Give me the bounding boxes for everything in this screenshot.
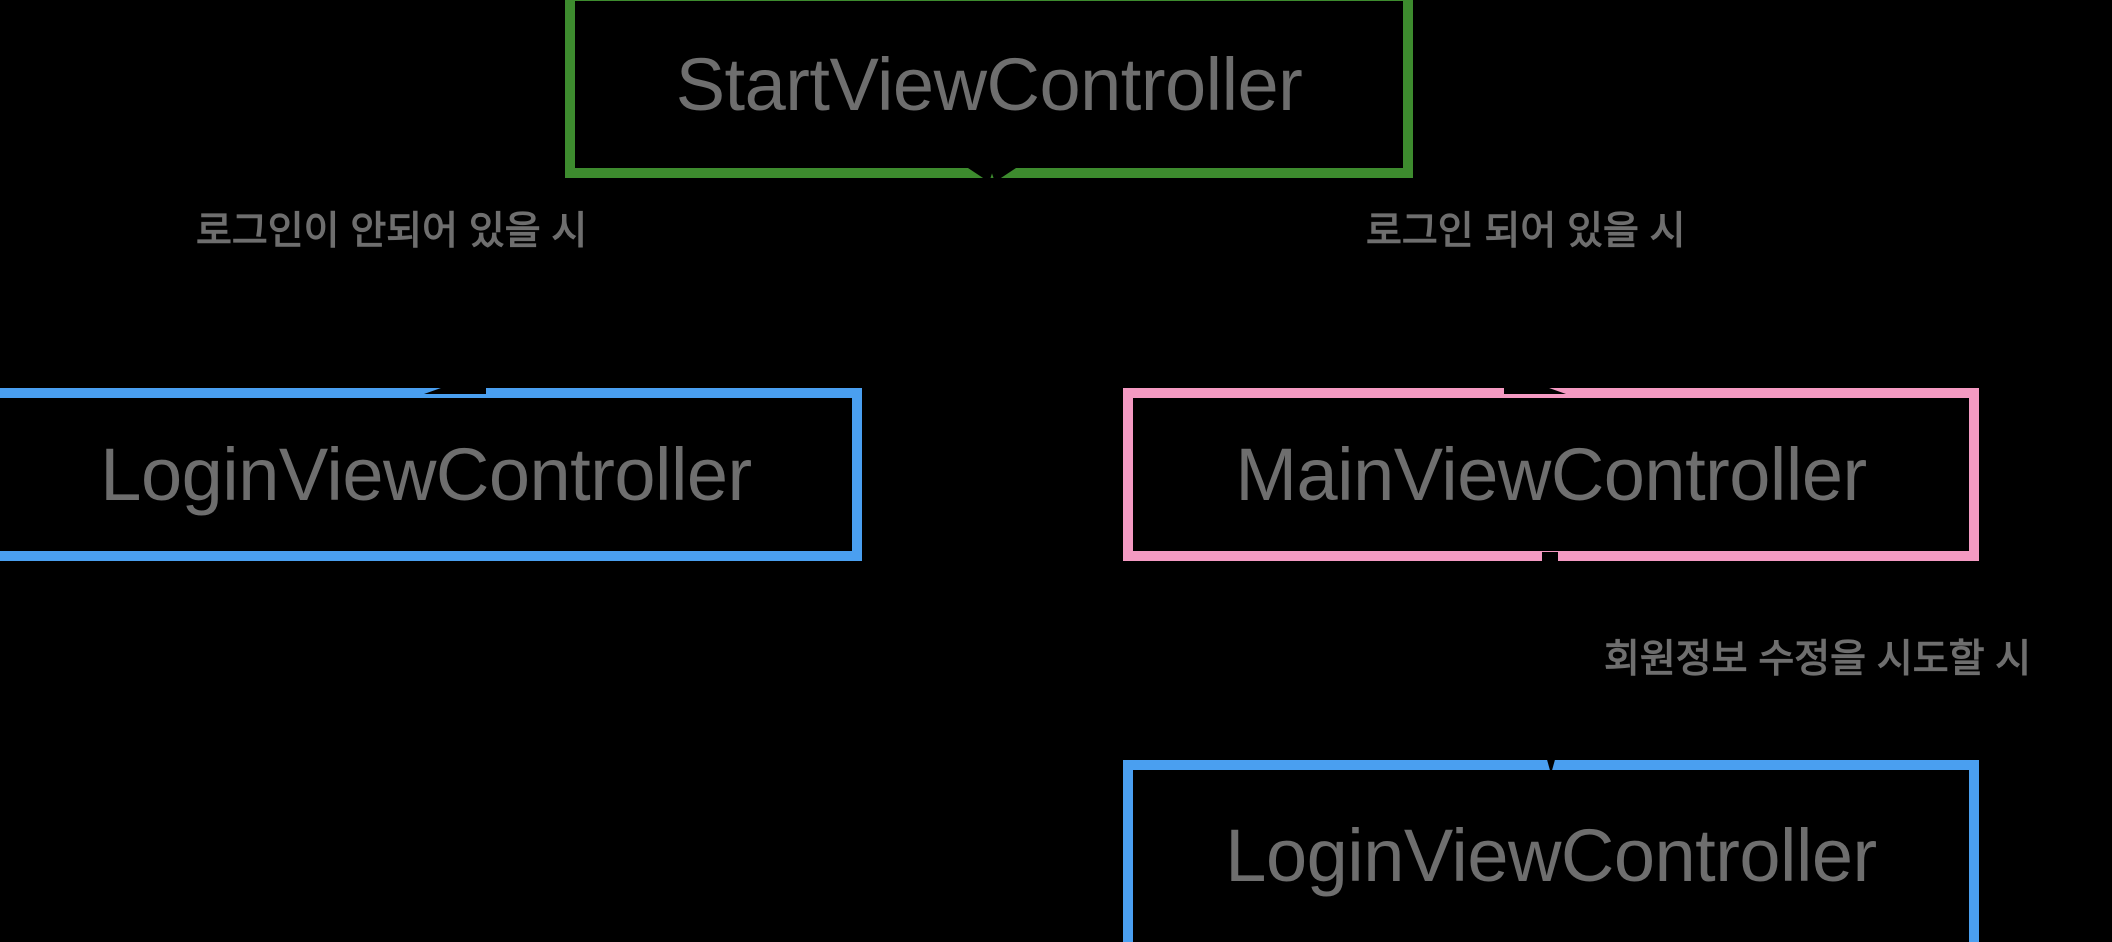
node-start-view-controller[interactable]: StartViewController [565,0,1413,178]
node-login-view-controller-bottom[interactable]: LoginViewController [1123,760,1979,942]
node-login-view-controller-left-label: LoginViewController [100,432,752,516]
arrow-to-login-left-icon [424,372,486,394]
arrow-to-main-icon [1504,372,1566,394]
edge-label-logged-in: 로그인 되어 있을 시 [1366,210,1686,253]
edge-label-not-logged-in: 로그인이 안되어 있을 시 [196,210,588,253]
node-login-view-controller-left[interactable]: LoginViewController [0,388,862,561]
arrow-to-login-bottom-icon [1546,756,1556,774]
arrow-main-exit-icon [1542,552,1558,564]
node-main-view-controller[interactable]: MainViewController [1123,388,1979,561]
node-start-view-controller-label: StartViewController [675,42,1303,126]
node-main-view-controller-label: MainViewController [1235,432,1867,516]
node-login-view-controller-bottom-label: LoginViewController [1225,814,1877,897]
edge-label-edit-profile: 회원정보 수정을 시도할 시 [1604,638,2032,681]
